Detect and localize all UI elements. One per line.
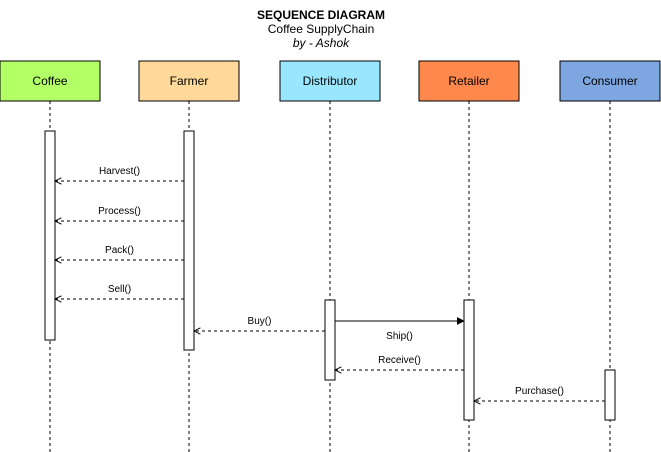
actor-distributor[interactable]: Distributor [279,60,381,102]
message-label: Buy() [248,316,272,327]
actor-label-consumer: Consumer [582,74,637,88]
message-label: Receive() [378,355,421,366]
message-6[interactable]: Ship() [335,317,465,342]
actor-box-retailer [418,60,520,102]
lifelines-layer [49,101,611,452]
actor-label-farmer: Farmer [170,74,209,88]
activation-bar-distributor [324,299,336,381]
actor-box-consumer [559,60,661,102]
activation-bar-farmer [183,130,195,351]
message-4[interactable]: Sell() [55,284,184,299]
message-3[interactable]: Pack() [55,245,184,260]
actor-box-distributor [279,60,381,102]
messages-layer: Harvest() Process() Pack() Sell() Buy() Ship(… [55,166,605,401]
actor-consumer[interactable]: Consumer [559,60,661,102]
message-1[interactable]: Harvest() [55,166,184,181]
message-7[interactable]: Receive() [335,355,464,370]
activations-layer [44,130,616,421]
activation-bar-consumer [604,369,616,421]
diagram-subtitle: Coffee SupplyChain [267,22,375,36]
actor-box-farmer [138,60,240,102]
actor-retailer[interactable]: Retailer [418,60,520,102]
message-2[interactable]: Process() [55,206,184,221]
message-label: Process() [98,206,141,217]
diagram-author: by - Ashok [292,36,350,50]
diagram-title: SEQUENCE DIAGRAM [256,8,385,22]
actor-farmer[interactable]: Farmer [138,60,240,102]
message-label: Sell() [108,284,131,295]
actor-coffee[interactable]: Coffee [0,60,101,102]
actor-label-coffee: Coffee [32,74,67,88]
actor-label-retailer: Retailer [448,74,489,88]
message-label: Ship() [386,331,413,342]
message-label: Purchase() [515,386,564,397]
message-label: Pack() [105,245,134,256]
message-label: Harvest() [99,166,140,177]
actor-box-coffee [0,60,101,102]
actors-layer: Coffee Farmer Distributor Retailer Consumer [0,60,661,102]
actor-label-distributor: Distributor [303,74,358,88]
message-8[interactable]: Purchase() [474,386,605,401]
activation-bar-retailer [463,299,475,421]
message-5[interactable]: Buy() [194,316,325,331]
diagram-title-block: SEQUENCE DIAGRAM Coffee SupplyChain by -… [221,8,421,50]
activation-bar-coffee [44,130,56,341]
